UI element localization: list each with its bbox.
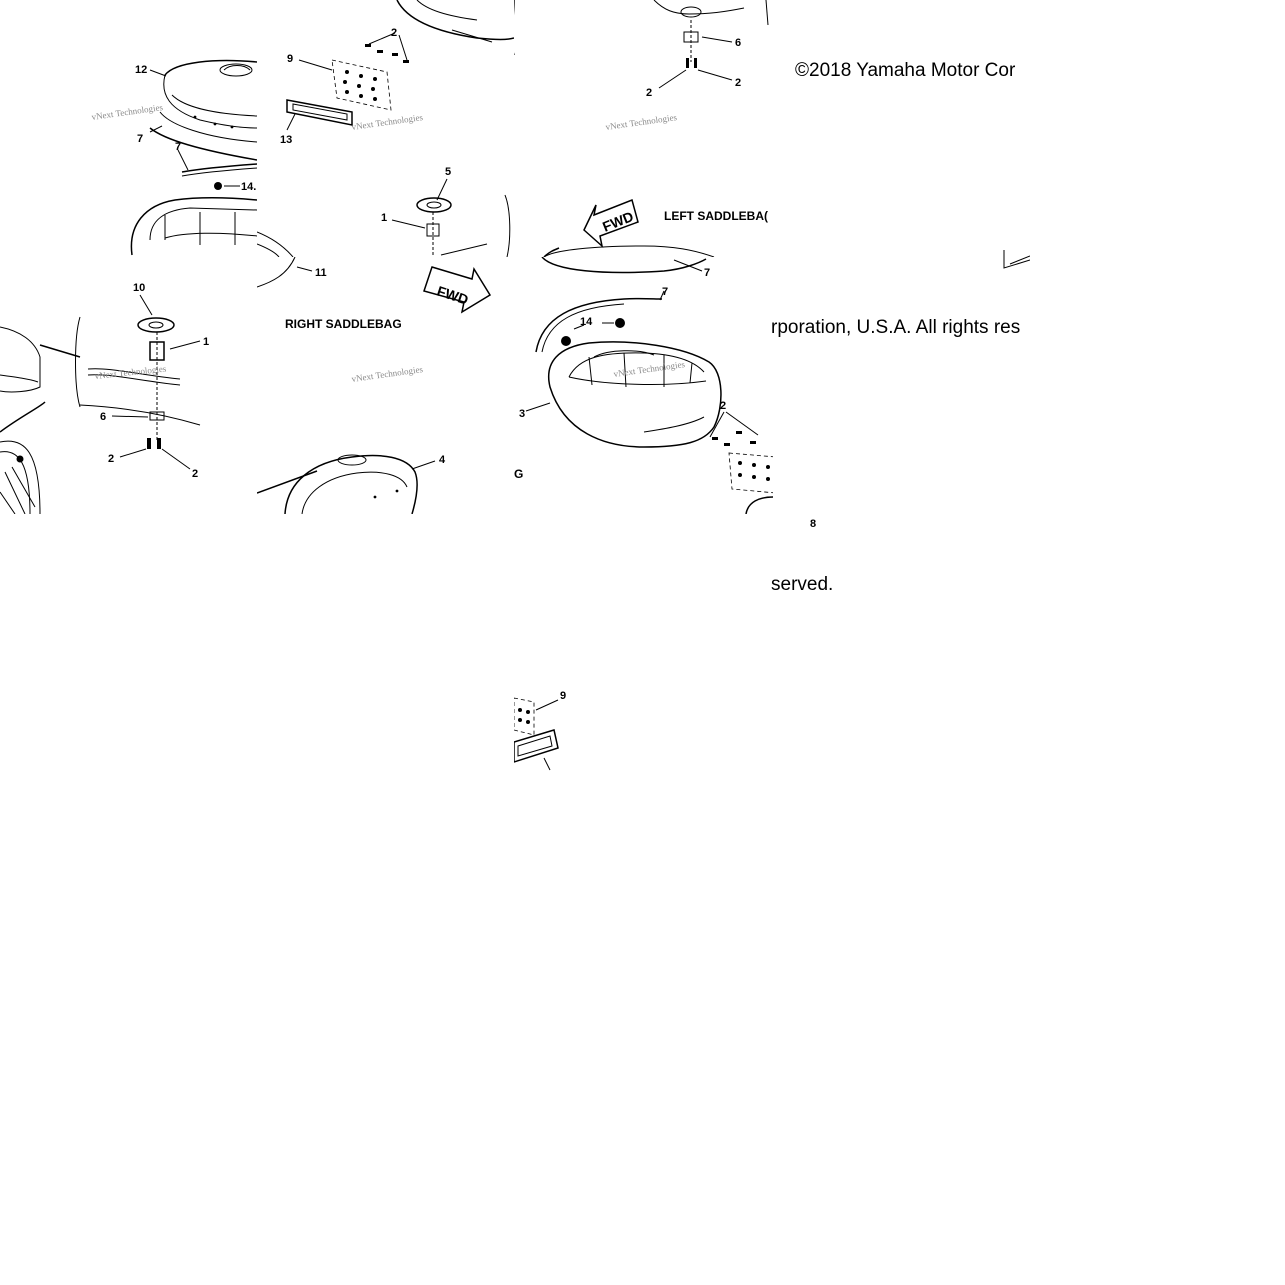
callout-2c: 2	[735, 77, 741, 89]
callout-9a: 9	[287, 53, 293, 65]
fragment-edge-drawing	[1003, 250, 1030, 269]
callout-2b: 2	[646, 87, 652, 99]
fwd-arrow-label-left: FWD	[600, 208, 636, 235]
fwd-arrow-label-right: FWD	[435, 283, 470, 308]
callout-11: 11	[315, 267, 327, 279]
callout-1a: 1	[381, 212, 387, 224]
callout-2e: 2	[192, 468, 198, 480]
callout-7a: 7	[137, 133, 143, 145]
callout-14-partial: 14.	[241, 181, 256, 193]
callout-5: 5	[445, 166, 451, 178]
callout-13: 13	[280, 134, 292, 146]
label-right-saddlebag: RIGHT SADDLEBAG	[285, 317, 402, 331]
label-fragment-g: G	[514, 467, 523, 481]
tile-reflector-lock: 2 9 13 vNext Technologies 5	[257, 0, 514, 257]
callout-10: 10	[133, 282, 145, 294]
tile-right-lock-assembly-drawing: 10 1 vNext Technologies 6 2 2	[0, 282, 209, 514]
copyright-line-1: ©2018 Yamaha Motor Cor	[795, 60, 1016, 81]
tile-right-saddlebag-drawing: 11 FWD RIGHT SADDLEBAG vNext Technologie…	[257, 257, 492, 514]
callout-7d: 7	[662, 286, 668, 298]
tile-lid-closeup-drawing: 12 7 7 14. vNext Technologies	[91, 59, 257, 256]
tile-reflector-lock-drawing: 2 9 13 vNext Technologies 5	[257, 0, 514, 257]
callout-2a: 2	[391, 27, 397, 39]
watermark-a: vNext Technologies	[91, 102, 164, 122]
callout-7c: 7	[704, 267, 710, 279]
callout-6b: 6	[100, 411, 106, 423]
tile-left-saddlebag-case-drawing: 7 7 14 3 vNext Technologies G 2	[514, 257, 773, 514]
watermark-f: vNext Technologies	[613, 359, 686, 379]
callout-8: 8	[810, 518, 816, 530]
callout-2f: 2	[720, 400, 726, 412]
tile-reflector-lower: 9	[514, 680, 594, 775]
callout-6a: 6	[735, 37, 741, 49]
tile-lid-closeup: 12 7 7 14. vNext Technologies	[0, 0, 257, 257]
callout-3: 3	[519, 408, 525, 420]
callout-2d: 2	[108, 453, 114, 465]
copyright-line-3: served.	[771, 574, 834, 595]
tile-callout-8: 8	[800, 512, 830, 532]
callout-1b: 1	[203, 336, 209, 348]
callout-8-drawing: 8	[810, 518, 816, 530]
tile-left-saddlebag-top-drawing: 6 2 2 vNext Technologies FWD LEFT SADDLE…	[514, 0, 769, 257]
callout-4: 4	[439, 454, 446, 466]
label-left-saddlebag: LEFT SADDLEBA(	[664, 209, 768, 223]
watermark-e: vNext Technologies	[351, 364, 424, 384]
reflector-lower-drawing: 9	[514, 690, 566, 771]
callout-12: 12	[135, 64, 147, 76]
tile-left-saddlebag-top: 6 2 2 vNext Technologies FWD LEFT SADDLE…	[514, 0, 773, 257]
watermark-c: vNext Technologies	[605, 112, 678, 132]
tile-left-saddlebag-case: 7 7 14 3 vNext Technologies G 2	[514, 257, 773, 514]
tile-right-lock-assembly: 10 1 vNext Technologies 6 2 2	[0, 257, 257, 514]
callout-7b: 7	[175, 141, 181, 153]
tile-fragment-edge	[1000, 248, 1030, 270]
callout-14: 14	[580, 316, 593, 328]
tile-right-saddlebag: 11 FWD RIGHT SADDLEBAG vNext Technologie…	[257, 257, 514, 514]
copyright-line-2: rporation, U.S.A. All rights res	[771, 317, 1021, 338]
watermark-b: vNext Technologies	[351, 112, 424, 132]
callout-9b: 9	[560, 690, 566, 702]
